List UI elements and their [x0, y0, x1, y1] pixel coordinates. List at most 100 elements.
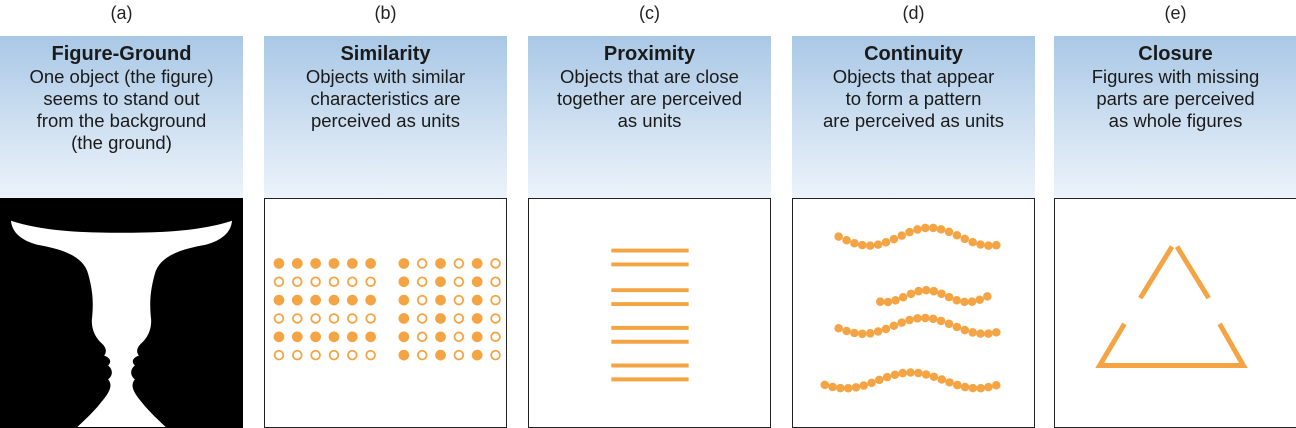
wave-dot — [968, 237, 977, 247]
hollow-dot — [416, 276, 428, 288]
wave-dot — [882, 372, 892, 382]
wave-dot — [968, 383, 978, 393]
filled-dot — [471, 276, 483, 288]
wave-dot — [857, 329, 867, 339]
hollow-dot — [453, 294, 465, 306]
hollow-dot — [292, 276, 303, 288]
hollow-dot — [490, 331, 501, 343]
wave-dot — [857, 240, 867, 250]
hollow-dot — [365, 349, 376, 361]
filled-dot — [328, 258, 340, 269]
wave-dot — [905, 315, 914, 325]
wave-dot — [960, 297, 969, 307]
filled-dot — [365, 258, 376, 269]
wave-dot — [850, 238, 859, 248]
wave-dot — [944, 227, 954, 237]
filled-dot — [398, 349, 410, 361]
filled-dot — [471, 313, 483, 324]
wave-dot — [865, 329, 875, 338]
wave-dot — [976, 329, 985, 338]
wave-dot — [928, 223, 938, 233]
hollow-dot — [416, 258, 428, 269]
filled-dot — [398, 331, 410, 343]
hollow-dot — [310, 349, 321, 361]
wave-dot — [875, 375, 884, 385]
panel-title: Figure-Ground — [51, 43, 192, 65]
filled-dot — [435, 313, 446, 324]
panel-letter: (c) — [639, 3, 660, 23]
wave-dot — [898, 368, 907, 378]
panel-description: One object (the figure) seems to stand o… — [29, 66, 214, 153]
panel-header: Similarity Objects with similar characte… — [264, 36, 507, 198]
wave-dot — [929, 372, 939, 382]
hollow-dot — [416, 313, 428, 324]
panel-continuity: (d) Continuity Objects that appear to fo… — [792, 0, 1035, 428]
filled-dot — [273, 294, 285, 306]
wave-dot — [891, 296, 900, 305]
wave-dot — [992, 328, 1001, 337]
wave-dot — [820, 380, 830, 390]
filled-dot — [328, 294, 340, 306]
hollow-dot — [490, 294, 501, 306]
hollow-dot — [490, 313, 501, 324]
hollow-dot — [453, 331, 465, 343]
wave-dot — [873, 327, 883, 336]
hollow-dot — [453, 313, 465, 324]
hollow-dot — [453, 349, 465, 361]
wave-dot — [976, 383, 985, 393]
wave-dot — [843, 383, 853, 393]
wave-dot — [851, 383, 861, 392]
wave-dot — [883, 297, 893, 307]
wave-dot — [952, 322, 962, 332]
wave-dot — [921, 370, 931, 379]
wave-dot — [865, 241, 875, 250]
filled-dot — [310, 294, 321, 306]
hollow-dot — [347, 276, 358, 288]
filled-dot — [291, 258, 303, 269]
wave-dot — [968, 328, 977, 337]
closure-illustration — [1054, 198, 1296, 428]
similarity-dot-grids — [273, 258, 501, 361]
triangle-segment — [1138, 245, 1175, 300]
hollow-dot — [273, 276, 285, 288]
filled-dot — [365, 294, 376, 306]
filled-dot — [398, 294, 410, 306]
wave-dot — [992, 381, 1001, 390]
filled-dot — [398, 276, 410, 288]
wave-dot — [928, 314, 938, 324]
wave-dot — [936, 316, 946, 326]
hollow-dot — [310, 276, 321, 288]
wave-dot — [921, 285, 931, 295]
filled-dot — [471, 294, 483, 306]
filled-dot — [471, 349, 483, 361]
wave-dot — [850, 328, 859, 338]
hollow-dot — [310, 313, 321, 324]
wave-dot — [836, 383, 845, 393]
wave-dot — [960, 325, 970, 335]
wave-dot — [983, 292, 992, 301]
wave-dot — [975, 295, 984, 304]
wave-dot — [881, 238, 891, 247]
wave-dot — [976, 240, 985, 249]
hollow-dot — [416, 349, 428, 361]
wave-dot — [929, 286, 939, 296]
wave-dot — [984, 241, 993, 250]
filled-dot — [346, 294, 358, 306]
wave-dot — [897, 318, 906, 327]
filled-dot — [398, 258, 410, 269]
wave-dot — [952, 231, 962, 240]
panel-proximity: (c) Proximity Objects that are close tog… — [528, 0, 771, 428]
panel-figure-ground: (a) Figure-Ground One object (the figure… — [0, 0, 243, 428]
hollow-dot — [328, 276, 340, 288]
wave-dot — [898, 292, 908, 302]
hollow-dot — [453, 258, 465, 269]
broken-triangle — [1095, 245, 1248, 369]
wave-dot — [842, 235, 851, 245]
figure-ground-illustration — [0, 198, 243, 428]
wave-dot — [937, 289, 946, 299]
wave-dot — [906, 289, 916, 299]
continuity-illustration — [792, 198, 1035, 428]
wave-dot — [876, 297, 885, 306]
wave-dot — [834, 324, 843, 333]
wave-dot — [867, 378, 876, 388]
